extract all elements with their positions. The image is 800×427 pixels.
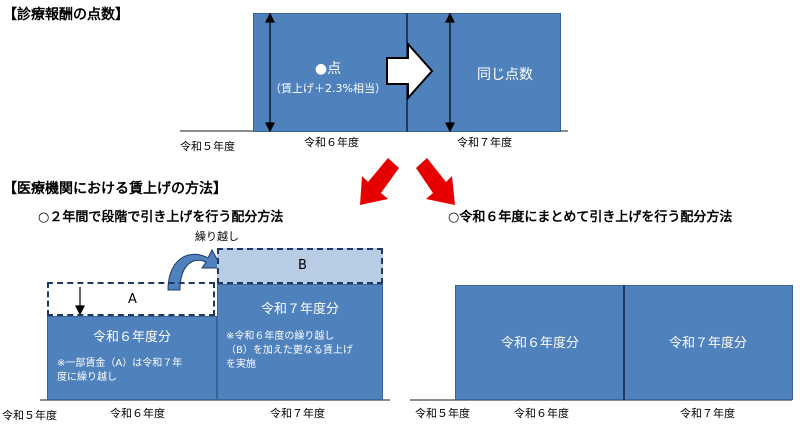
right-r6-box <box>455 285 625 400</box>
section2-heading: 【医療機関における賃上げの方法】 <box>3 181 227 197</box>
left-method-title: ○２年間で段階で引き上げを行う配分方法 <box>38 210 284 225</box>
right-r7-title: 令和７年度分 <box>668 336 747 351</box>
right-method-title: ○令和６年度にまとめて引き上げを行う配分方法 <box>448 210 733 225</box>
left-r6-note: ※一部賃金（A）は令和７年 度に繰り越し <box>57 357 182 385</box>
right-box-divider <box>623 285 625 400</box>
top-axis-r6: 令和６年度 <box>304 136 359 149</box>
same-points-label: 同じ点数 <box>477 67 533 83</box>
left-r6-box <box>47 316 217 400</box>
left-r7-title: 令和７年度分 <box>260 302 339 317</box>
right-r6-title: 令和６年度分 <box>500 336 579 351</box>
left-r7-note-line1: ※令和６年度の繰り越し <box>226 331 335 342</box>
right-r7-box <box>623 285 793 400</box>
left-r7-note: ※令和６年度の繰り越し （B）を加えた更なる賃上げ を実施 <box>226 330 353 372</box>
box-a <box>47 282 215 316</box>
top-height-arrow-right <box>445 12 455 133</box>
box-b <box>217 248 383 284</box>
top-axis-r7: 令和７年度 <box>457 136 512 149</box>
left-axis-r6: 令和６年度 <box>110 407 165 420</box>
top-heading: 【診療報酬の点数】 <box>3 7 129 23</box>
left-r6-note-line1: ※一部賃金（A）は令和７年 <box>57 358 183 369</box>
left-r7-box <box>217 284 383 400</box>
top-box-r6 <box>253 13 408 132</box>
box-a-label: A <box>128 292 137 307</box>
right-axis-r5: 令和５年度 <box>415 407 470 420</box>
red-arrow-left <box>360 158 399 205</box>
top-height-arrow-left <box>265 12 275 133</box>
box-a-down-arrow <box>75 287 85 316</box>
wage-note: （賃上げ＋2.3%相当） <box>270 82 386 95</box>
carry-over-label: 繰り越し <box>195 230 239 243</box>
right-axis-r7: 令和７年度 <box>680 407 735 420</box>
left-r6-note-line2: 度に繰り越し <box>57 372 117 383</box>
top-axis-r5: 令和５年度 <box>180 140 235 153</box>
box-b-label: B <box>298 258 307 273</box>
top-box-r6-label: ●点 （賃上げ＋2.3%相当） <box>258 58 398 96</box>
white-right-arrow <box>386 41 434 101</box>
left-axis-r7: 令和７年度 <box>270 407 325 420</box>
left-r7-note-line3: を実施 <box>226 359 256 370</box>
points-label: ●点 <box>314 61 342 77</box>
left-r6-title: 令和６年度分 <box>92 330 171 345</box>
right-axis-r6: 令和６年度 <box>514 407 569 420</box>
left-axis-r5: 令和５年度 <box>2 409 57 422</box>
left-r7-note-line2: （B）を加えた更なる賃上げ <box>226 345 353 356</box>
red-arrow-right <box>416 158 455 205</box>
